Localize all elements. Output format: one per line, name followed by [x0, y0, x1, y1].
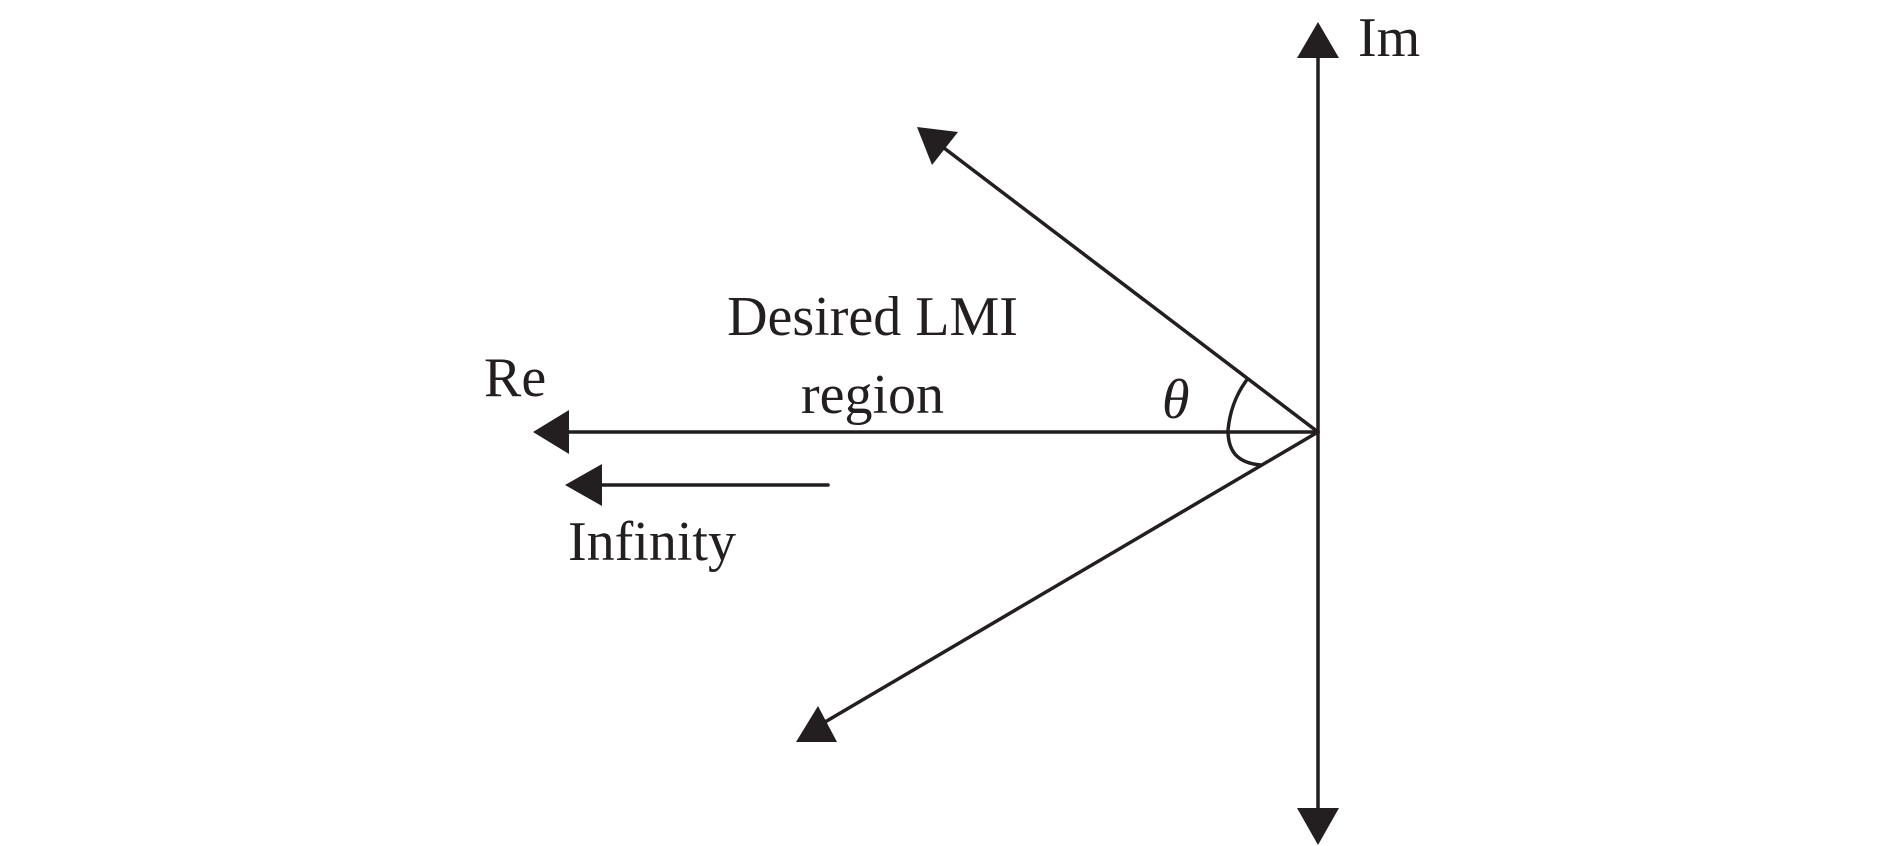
imaginary-axis-top-arrowhead: [1297, 22, 1339, 58]
lower-boundary-ray: [823, 430, 1320, 724]
upper-boundary-ray: [942, 146, 1320, 434]
lower-ray-arrowhead: [796, 706, 837, 742]
imaginary-axis-bottom-arrowhead: [1297, 808, 1339, 845]
real-axis-label: Re: [484, 347, 547, 409]
theta-angle-label: θ: [1162, 369, 1190, 431]
region-label: Desired LMI region: [727, 286, 1018, 426]
upper-ray-arrowhead: [917, 127, 958, 165]
theta-angle-arc: [1226, 379, 1263, 467]
infinity-label: Infinity: [568, 511, 736, 573]
real-axis-arrowhead: [533, 410, 569, 454]
imaginary-axis-label: Im: [1358, 7, 1421, 69]
infinity-arrowhead: [565, 464, 602, 506]
